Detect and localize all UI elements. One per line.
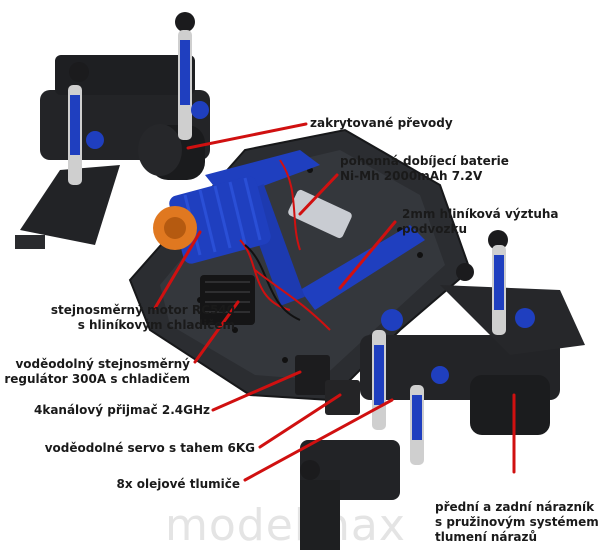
servo-box bbox=[325, 380, 360, 415]
wiring bbox=[239, 159, 331, 331]
label-bumpers: přední a zadní nárazník s pružinovým sys… bbox=[435, 500, 599, 544]
rear-shock-absorbers bbox=[68, 30, 209, 185]
receiver-box bbox=[295, 355, 330, 395]
leader-receiver bbox=[211, 370, 302, 412]
label-receiver: 4kanálový přijmač 2.4GHz bbox=[33, 403, 210, 417]
leader-motor bbox=[153, 230, 202, 310]
leader-lines bbox=[153, 122, 516, 482]
label-battery: pohonná dobíjecí baterie Ni-Mh 2000mAh 7… bbox=[340, 154, 509, 183]
front-bumper-shape bbox=[470, 375, 550, 435]
watermark-text: modelmax bbox=[165, 500, 406, 551]
esc-fins bbox=[205, 281, 250, 313]
rear-suspension-assembly bbox=[15, 12, 210, 249]
leader-esc bbox=[193, 300, 240, 364]
label-gear-cover: zakrytované převody bbox=[310, 116, 453, 130]
label-motor: stejnosměrný motor RC540 s hliníkovým ch… bbox=[50, 303, 235, 332]
leader-shocks bbox=[243, 398, 394, 482]
label-esc: voděodolný stejnosměrný regulátor 300A s… bbox=[4, 357, 190, 386]
leader-battery bbox=[298, 173, 339, 216]
battery-pack bbox=[288, 189, 352, 239]
front-suspension-assembly bbox=[300, 230, 585, 550]
aluminium-brace-long bbox=[300, 225, 425, 310]
leader-servo bbox=[258, 393, 342, 449]
label-servo: voděodolné servo s tahem 6KG bbox=[44, 441, 255, 455]
leader-gear-cover bbox=[186, 122, 308, 150]
leader-chassis-plate bbox=[338, 220, 397, 290]
label-chassis-plate: 2mm hliníková výztuha podvozku bbox=[402, 207, 559, 236]
label-shocks: 8x olejové tlumiče bbox=[116, 477, 240, 491]
